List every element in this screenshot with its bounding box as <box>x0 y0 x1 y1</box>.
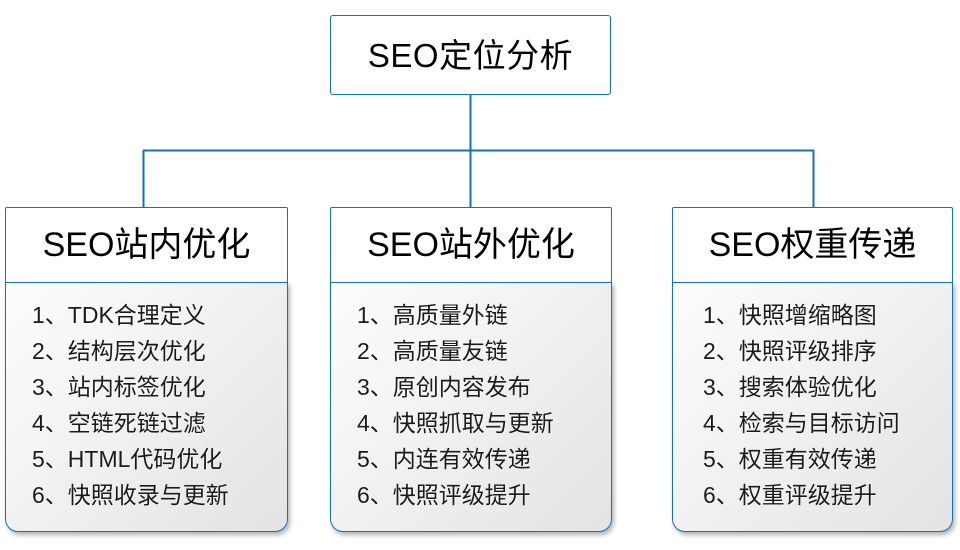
branch-body-3: 1、快照增缩略图 2、快照评级排序 3、搜索体验优化 4、检索与目标访问 5、权… <box>672 282 953 532</box>
list-item: 5、权重有效传递 <box>703 446 877 472</box>
list-item: 2、结构层次优化 <box>32 338 206 364</box>
list-item: 6、快照收录与更新 <box>32 482 229 508</box>
list-item: 6、快照评级提升 <box>357 482 531 508</box>
list-item: 5、HTML代码优化 <box>32 446 223 472</box>
branch-list-2: 1、高质量外链 2、高质量友链 3、原创内容发布 4、快照抓取与更新 5、内连有… <box>331 297 611 513</box>
branch-list-3: 1、快照增缩略图 2、快照评级排序 3、搜索体验优化 4、检索与目标访问 5、权… <box>673 297 952 513</box>
list-item: 3、原创内容发布 <box>357 374 531 400</box>
list-item: 2、高质量友链 <box>357 338 508 364</box>
list-item: 1、高质量外链 <box>357 302 508 328</box>
list-item: 1、快照增缩略图 <box>703 302 877 328</box>
branch-header-1[interactable]: SEO站内优化 <box>5 207 288 283</box>
branch-body-1: 1、TDK合理定义 2、结构层次优化 3、站内标签优化 4、空链死链过滤 5、H… <box>5 282 288 532</box>
branch-column-1: SEO站内优化 1、TDK合理定义 2、结构层次优化 3、站内标签优化 4、空链… <box>5 207 288 532</box>
list-item: 3、搜索体验优化 <box>703 374 877 400</box>
branch-column-2: SEO站外优化 1、高质量外链 2、高质量友链 3、原创内容发布 4、快照抓取与… <box>330 207 612 532</box>
branch-header-2[interactable]: SEO站外优化 <box>330 207 612 283</box>
branch-header-label-2: SEO站外优化 <box>367 226 575 264</box>
list-item: 4、空链死链过滤 <box>32 410 206 436</box>
root-node[interactable]: SEO定位分析 <box>330 15 611 95</box>
list-item: 4、快照抓取与更新 <box>357 410 554 436</box>
list-item: 3、站内标签优化 <box>32 374 206 400</box>
list-item: 5、内连有效传递 <box>357 446 531 472</box>
branch-header-label-3: SEO权重传递 <box>708 226 917 264</box>
list-item: 1、TDK合理定义 <box>32 302 206 328</box>
list-item: 2、快照评级排序 <box>703 338 877 364</box>
branch-column-3: SEO权重传递 1、快照增缩略图 2、快照评级排序 3、搜索体验优化 4、检索与… <box>672 207 953 532</box>
branch-list-1: 1、TDK合理定义 2、结构层次优化 3、站内标签优化 4、空链死链过滤 5、H… <box>6 297 287 513</box>
root-node-label: SEO定位分析 <box>367 36 574 74</box>
list-item: 4、检索与目标访问 <box>703 410 900 436</box>
branch-body-2: 1、高质量外链 2、高质量友链 3、原创内容发布 4、快照抓取与更新 5、内连有… <box>330 282 612 532</box>
list-item: 6、权重评级提升 <box>703 482 877 508</box>
branch-header-label-1: SEO站内优化 <box>42 226 251 264</box>
branch-header-3[interactable]: SEO权重传递 <box>672 207 953 283</box>
